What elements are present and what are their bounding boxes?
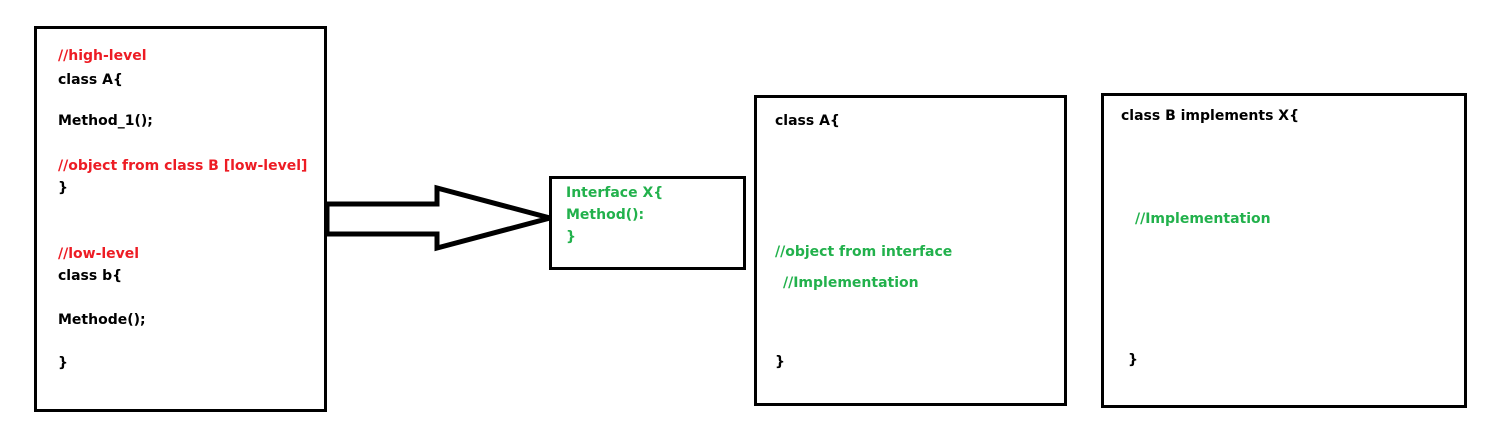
interface-method: Method(): — [566, 207, 645, 223]
class-a-declaration-right: class A{ — [775, 113, 840, 129]
implementation-comment-b: //Implementation — [1135, 211, 1271, 227]
class-a-close-brace: } — [58, 180, 68, 196]
low-level-comment: //low-level — [58, 246, 140, 262]
implementation-comment-a: //Implementation — [783, 275, 919, 291]
high-level-comment: //high-level — [58, 48, 147, 64]
class-b-implements-box — [1101, 93, 1467, 408]
class-b-implements-close-brace: } — [1128, 352, 1138, 368]
class-b-close-brace: } — [58, 355, 68, 371]
dependency-arrow — [324, 184, 560, 252]
method-1-call: Method_1(); — [58, 113, 153, 129]
class-b-implements-declaration: class B implements X{ — [1121, 108, 1300, 124]
code-box-high-low-level — [34, 26, 327, 412]
interface-x-declaration: Interface X{ — [566, 185, 664, 201]
object-class-b-comment: //object from class B [low-level] — [58, 158, 308, 174]
object-from-interface-comment: //object from interface — [775, 244, 953, 260]
class-a-declaration: class A{ — [58, 72, 123, 88]
methode-call: Methode(); — [58, 312, 146, 328]
arrow-shape — [324, 184, 560, 252]
interface-close-brace: } — [566, 229, 576, 245]
class-b-declaration: class b{ — [58, 268, 123, 284]
class-a-box — [754, 95, 1067, 406]
interface-x-box — [549, 176, 746, 270]
class-a-right-close-brace: } — [775, 354, 785, 370]
